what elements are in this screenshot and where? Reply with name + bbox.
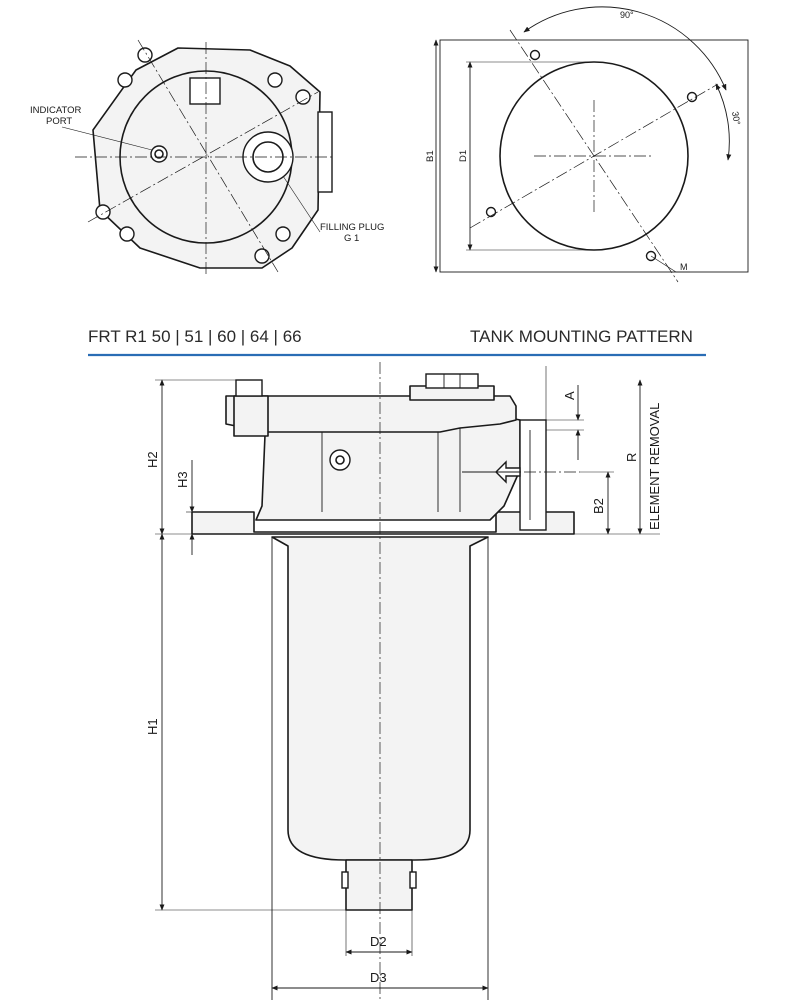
side-view: H2 H3 H1 A B2 R ELEMENT REMOVAL D2 D	[145, 362, 662, 1000]
element-removal-label: ELEMENT REMOVAL	[647, 403, 662, 530]
r-label: R	[624, 453, 639, 462]
h2-label: H2	[145, 451, 160, 468]
h1-label: H1	[145, 718, 160, 735]
filling-plug-label-2: G 1	[344, 233, 359, 244]
indicator-port-label-2: PORT	[46, 116, 72, 127]
mounting-pattern: 90° 30° B1 D1 M	[425, 6, 749, 283]
section-header: FRT R1 50 | 51 | 60 | 64 | 66 TANK MOUNT…	[88, 327, 706, 357]
section-title: TANK MOUNTING PATTERN	[470, 327, 693, 346]
a-label: A	[562, 391, 577, 400]
top-view: INDICATOR PORT FILLING PLUG G 1	[30, 39, 384, 275]
h3-label: H3	[175, 471, 190, 488]
d2-label: D2	[370, 934, 387, 949]
top-view-bolts	[95, 47, 311, 264]
angle-30-label: 30°	[730, 111, 742, 127]
m-label: M	[680, 262, 688, 272]
model-title: FRT R1 50 | 51 | 60 | 64 | 66	[88, 327, 302, 346]
angle-90-label: 90°	[620, 10, 634, 20]
d1-label: D1	[458, 150, 469, 162]
b2-label: B2	[591, 498, 606, 514]
d3-label: D3	[370, 970, 387, 985]
indicator-port-label-1: INDICATOR	[30, 105, 82, 116]
filling-plug-label-1: FILLING PLUG	[320, 222, 384, 233]
b1-label: B1	[425, 150, 436, 162]
